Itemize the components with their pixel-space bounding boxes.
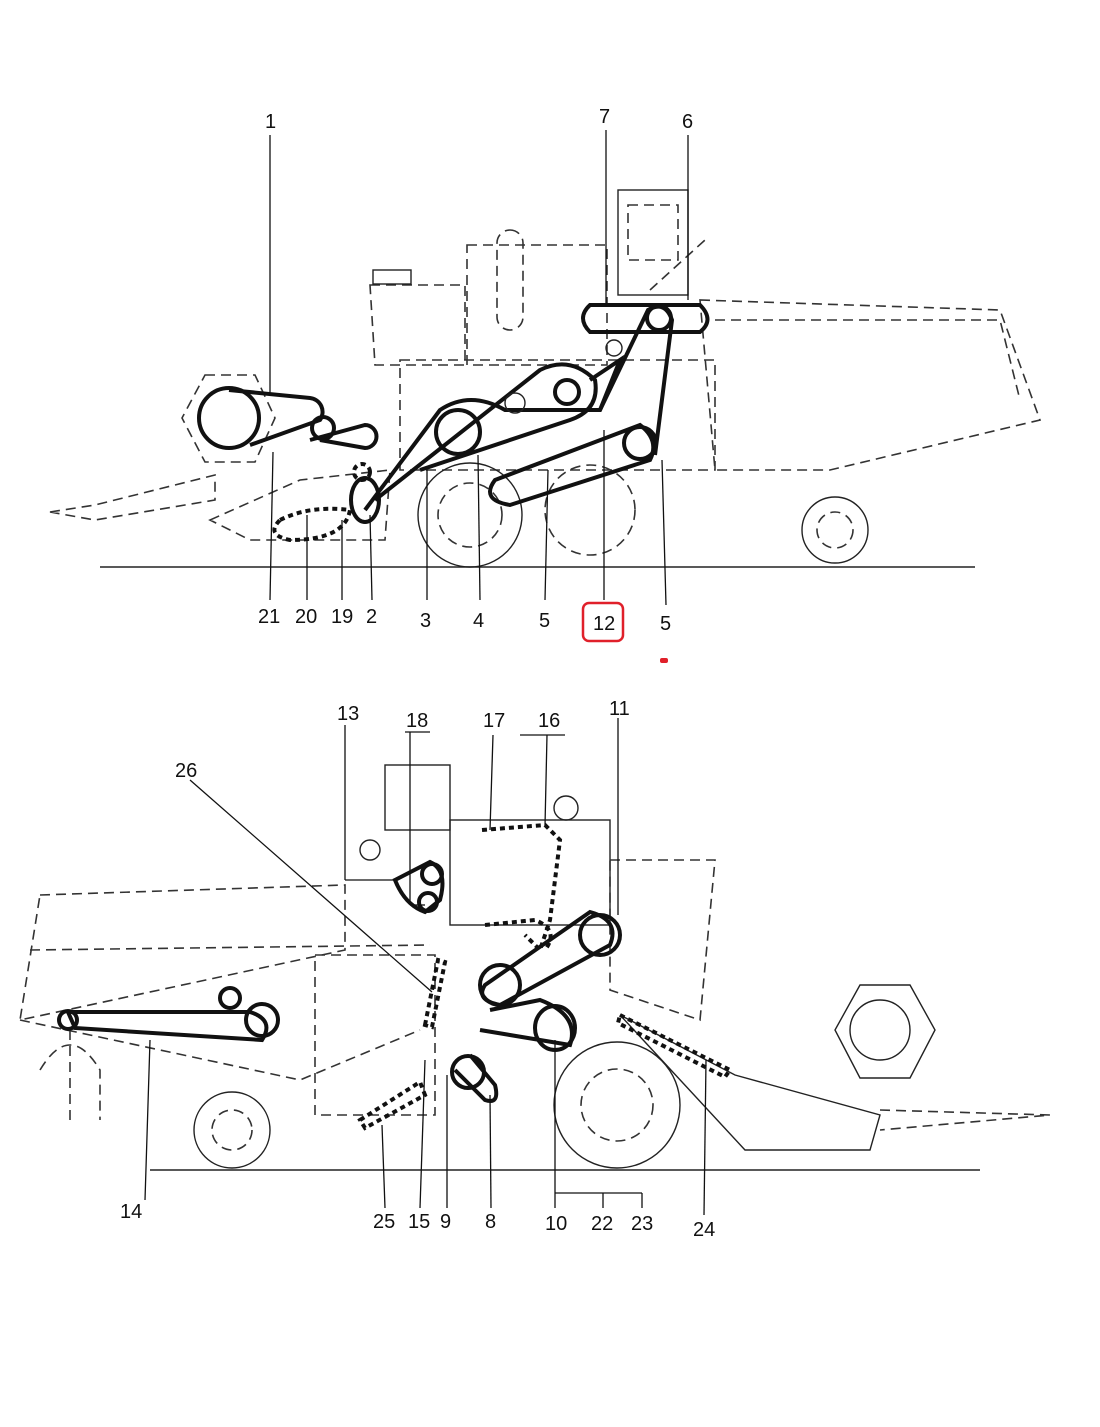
top-grain-tank bbox=[369, 284, 466, 366]
belt-2 bbox=[349, 476, 381, 524]
top-body-upper bbox=[466, 244, 608, 366]
top-rear-wheel bbox=[801, 496, 869, 564]
belt-5 bbox=[488, 422, 656, 508]
label-3: 3 bbox=[420, 610, 431, 632]
label-4: 4 bbox=[473, 610, 484, 632]
top-tank-lid bbox=[372, 269, 412, 285]
bottom-rear-hood bbox=[19, 884, 346, 1022]
bottom-header-cone bbox=[879, 1109, 1051, 1131]
top-rear-hood bbox=[699, 299, 1042, 471]
top-rear-small-wheel bbox=[544, 464, 636, 556]
bottom-belts bbox=[57, 822, 733, 1131]
top-reel bbox=[181, 374, 276, 463]
label-21: 21 bbox=[258, 606, 280, 628]
label-24: 24 bbox=[693, 1219, 715, 1241]
label-2: 2 bbox=[366, 606, 377, 628]
bottom-grain-tank bbox=[609, 859, 716, 1022]
bottom-reel bbox=[834, 984, 936, 1079]
belt-19 bbox=[272, 506, 353, 543]
bottom-front-wheel bbox=[553, 1041, 681, 1169]
top-machine-view: 1 7 6 21 20 19 2 3 4 5 12 5 bbox=[49, 106, 1042, 663]
top-belts bbox=[228, 303, 710, 543]
label-12: 12 bbox=[593, 613, 615, 635]
label-18: 18 bbox=[406, 710, 428, 732]
label-12-highlight-box bbox=[581, 601, 625, 643]
belt-1 bbox=[228, 388, 325, 447]
bottom-rear-wheel bbox=[193, 1091, 271, 1169]
top-leader-lines bbox=[269, 130, 689, 606]
belt-16-17 bbox=[481, 822, 563, 954]
label-11: 11 bbox=[609, 698, 630, 720]
cursor-marker bbox=[660, 658, 668, 663]
label-19: 19 bbox=[331, 606, 353, 628]
belt-24 bbox=[615, 1012, 733, 1080]
label-9: 9 bbox=[440, 1211, 451, 1233]
belt-14 bbox=[64, 1010, 269, 1043]
bottom-cab-upper bbox=[384, 764, 451, 831]
bottom-feeder bbox=[619, 1014, 881, 1151]
label-23: 23 bbox=[631, 1213, 653, 1235]
label-1: 1 bbox=[265, 111, 276, 133]
belt-26 bbox=[422, 957, 448, 1030]
label-20: 20 bbox=[295, 606, 317, 628]
label-13: 13 bbox=[337, 703, 359, 725]
label-14: 14 bbox=[120, 1201, 142, 1223]
bottom-body-upper bbox=[449, 819, 611, 926]
top-feeder-housing bbox=[208, 469, 391, 541]
belt-3 bbox=[363, 354, 625, 512]
bottom-machine-view: 13 18 17 16 11 26 14 25 15 9 8 10 22 23 … bbox=[19, 698, 1051, 1241]
label-10: 10 bbox=[545, 1213, 567, 1235]
top-body-lower bbox=[399, 359, 716, 471]
top-front-wheel bbox=[417, 462, 523, 568]
label-26: 26 bbox=[175, 760, 197, 782]
top-unloader-pipe bbox=[649, 239, 706, 291]
belt-21 bbox=[309, 422, 379, 451]
label-25: 25 bbox=[373, 1211, 395, 1233]
label-17: 17 bbox=[483, 710, 505, 732]
belt-7 bbox=[581, 303, 710, 334]
top-elevator bbox=[496, 229, 524, 331]
label-22: 22 bbox=[591, 1213, 613, 1235]
label-6: 6 bbox=[682, 111, 693, 133]
belt-4 bbox=[373, 362, 598, 502]
belt-6 bbox=[645, 304, 673, 332]
bottom-ladder bbox=[314, 954, 436, 1116]
label-5b: 5 bbox=[660, 613, 671, 635]
belt-25 bbox=[357, 1079, 428, 1131]
label-5a: 5 bbox=[539, 610, 550, 632]
label-15: 15 bbox=[408, 1211, 430, 1233]
label-7: 7 bbox=[599, 106, 610, 128]
bottom-leader-lines bbox=[144, 718, 707, 1216]
top-header-cone bbox=[49, 473, 216, 521]
label-8: 8 bbox=[485, 1211, 496, 1233]
label-16: 16 bbox=[538, 710, 560, 732]
